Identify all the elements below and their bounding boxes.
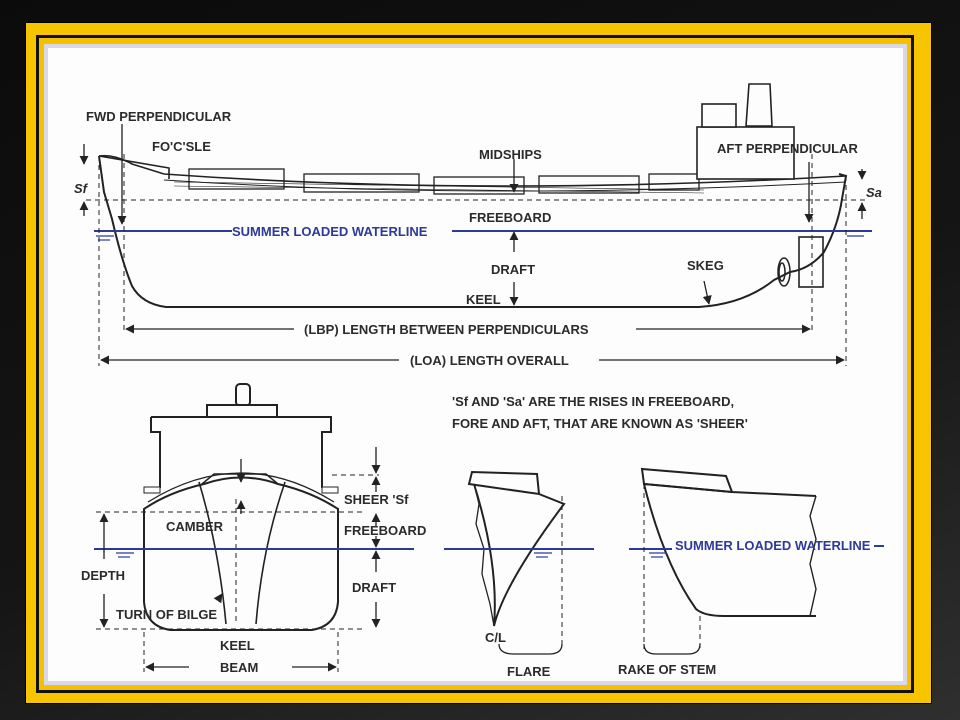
focsle-label: FO'C'SLE <box>152 139 211 154</box>
sf-label: Sf <box>74 181 89 196</box>
loa-label: (LOA) LENGTH OVERALL <box>410 353 569 368</box>
sheer-note-line-1: 'Sf AND 'Sa' ARE THE RISES IN FREEBOARD, <box>452 394 734 409</box>
profile-hull-outline <box>98 155 848 308</box>
section-waterline-marks <box>116 552 134 558</box>
aft-perpendicular-label: AFT PERPENDICULAR <box>717 141 858 156</box>
sa-label: Sa <box>866 185 882 200</box>
rudder <box>798 236 824 288</box>
section-arrows <box>99 447 381 672</box>
summer-loaded-waterline-label: SUMMER LOADED WATERLINE <box>232 224 428 239</box>
stem-waterline-label: SUMMER LOADED WATERLINE <box>675 538 871 553</box>
midships-label: MIDSHIPS <box>479 147 542 162</box>
flare-label: FLARE <box>507 664 551 679</box>
rake-of-stem-label: RAKE OF STEM <box>618 662 716 677</box>
section-sheer-label: SHEER 'Sf <box>344 492 409 507</box>
turn-of-bilge-label: TURN OF BILGE <box>116 607 217 622</box>
draft-label: DRAFT <box>491 262 535 277</box>
midship-section <box>143 383 339 631</box>
hatch-covers <box>173 168 705 195</box>
profile-arrows <box>79 124 867 306</box>
stem-waterline-marks <box>649 552 667 558</box>
stem-dashed <box>643 484 701 649</box>
section-dashed-lines <box>96 474 379 672</box>
lbp-label: (LBP) LENGTH BETWEEN PERPENDICULARS <box>304 322 589 337</box>
flare-detail <box>467 470 566 627</box>
profile-waterline-marks <box>96 235 864 241</box>
keel-label: KEEL <box>466 292 501 307</box>
depth-label: DEPTH <box>81 568 125 583</box>
skeg-label: SKEG <box>687 258 724 273</box>
camber-label: CAMBER <box>166 519 224 534</box>
propeller <box>777 257 791 287</box>
stem-bracket <box>643 643 701 655</box>
beam-label: BEAM <box>220 660 258 675</box>
fwd-perpendicular-label: FWD PERPENDICULAR <box>86 109 232 124</box>
section-freeboard-label: FREEBOARD <box>344 523 426 538</box>
centerline-label: C/L <box>485 630 506 645</box>
sheer-note-line-2: FORE AND AFT, THAT ARE KNOWN AS 'SHEER' <box>452 416 748 431</box>
flare-waterline-marks <box>534 552 552 558</box>
turn-of-bilge-arrow <box>213 593 223 604</box>
skeg-arrow <box>702 280 712 305</box>
freeboard-label: FREEBOARD <box>469 210 551 225</box>
ship-profile <box>98 83 848 308</box>
section-keel-label: KEEL <box>220 638 255 653</box>
stem-detail <box>640 467 817 617</box>
ship-terminology-diagram: FWD PERPENDICULAR FO'C'SLE MIDSHIPS AFT … <box>44 44 907 685</box>
focsle-deck <box>98 155 170 179</box>
profile-deck-line-2 <box>163 179 847 192</box>
diagram-svg: FWD PERPENDICULAR FO'C'SLE MIDSHIPS AFT … <box>74 83 884 679</box>
superstructure <box>696 83 795 180</box>
flare-bracket <box>498 643 563 655</box>
section-draft-label: DRAFT <box>352 580 396 595</box>
profile-dashed-lines <box>86 154 866 366</box>
